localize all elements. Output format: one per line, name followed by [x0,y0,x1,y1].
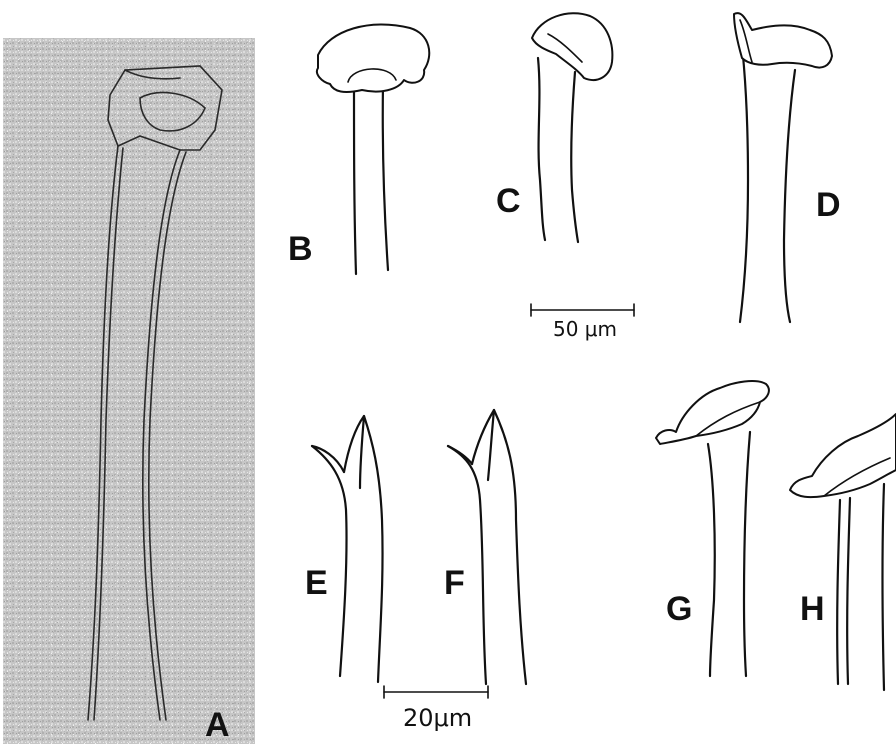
panel-c-drawing [532,13,612,242]
panel-e-label: E [305,564,328,602]
panel-b-label: B [288,230,313,268]
panel-h-drawing [790,414,896,690]
panel-g-label: G [666,590,692,628]
scale-bar-50um [531,304,634,316]
panel-f-drawing [448,410,526,684]
scale-bar-50um-label: 50 μm [553,317,617,341]
panel-c-label: C [496,182,521,220]
panel-e-drawing [312,416,383,682]
panel-d-drawing [734,13,832,322]
scale-bar-20um [384,686,488,698]
panel-a-photo [3,38,255,744]
panel-b-drawing [317,24,429,274]
scale-bar-20um-label: 20μm [403,704,472,732]
panel-d-label: D [816,186,841,224]
panel-g-drawing [656,381,769,676]
panel-a-label: A [205,706,230,744]
panel-h-label: H [800,590,825,628]
panel-f-label: F [444,564,465,602]
